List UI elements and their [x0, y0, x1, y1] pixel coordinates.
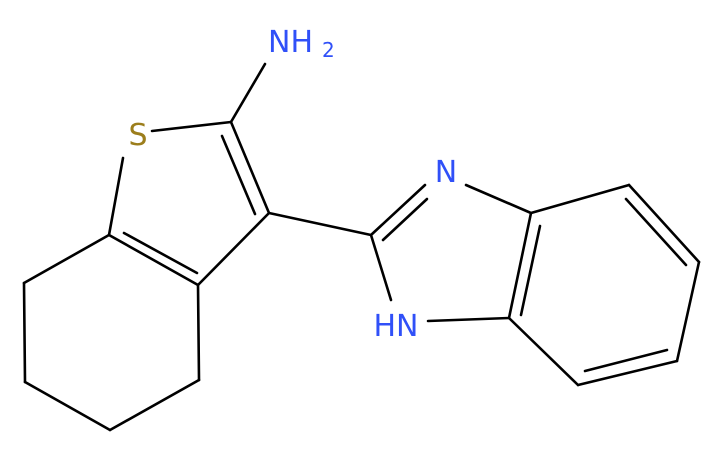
- amine-label: NH: [268, 25, 313, 60]
- bond-c2-n-amine: [229, 62, 267, 124]
- bond-c7-c7a: [22, 233, 111, 285]
- bond-c2-c3-inner: [220, 134, 257, 216]
- bond-c4-c5: [108, 378, 201, 432]
- bond-benz-fusion: [507, 211, 533, 320]
- bond-c7a-c3a-inner: [122, 231, 199, 275]
- bond-c5-c6: [23, 380, 112, 432]
- bond-benz-4: [576, 359, 679, 387]
- bond-c6-c7: [22, 281, 27, 384]
- bond-c7a-c3a: [107, 233, 200, 287]
- pyrrole-nh-label: HN: [374, 309, 419, 344]
- imine-nitrogen-label: N: [435, 155, 457, 190]
- bond-s-c2: [150, 120, 233, 133]
- bond-n3-c3a-benz: [464, 183, 533, 215]
- bond-c2prime-n3: [369, 183, 427, 237]
- bond-benz-4-inner: [583, 348, 669, 373]
- bond-n1-c7a-benz: [426, 316, 511, 323]
- sulfur-label: S: [128, 118, 147, 153]
- amine-subscript: 2: [322, 38, 335, 62]
- bond-c3-c3a: [196, 211, 271, 287]
- bond-benz-fusion-inner: [519, 224, 542, 317]
- bond-benz-2: [627, 183, 701, 264]
- bond-c2prime-n1: [369, 233, 393, 302]
- bond-c3-c2prime: [267, 211, 373, 237]
- bond-benz-1: [529, 183, 631, 215]
- bond-c3a-c4: [196, 283, 201, 382]
- bond-benz-3: [675, 260, 701, 363]
- bond-benz-2-inner: [624, 197, 688, 267]
- bond-c2-c3: [229, 120, 271, 215]
- bond-benz-5: [507, 316, 580, 387]
- bond-c7a-s: [107, 156, 125, 237]
- bond-c2prime-n3-inner: [381, 197, 429, 242]
